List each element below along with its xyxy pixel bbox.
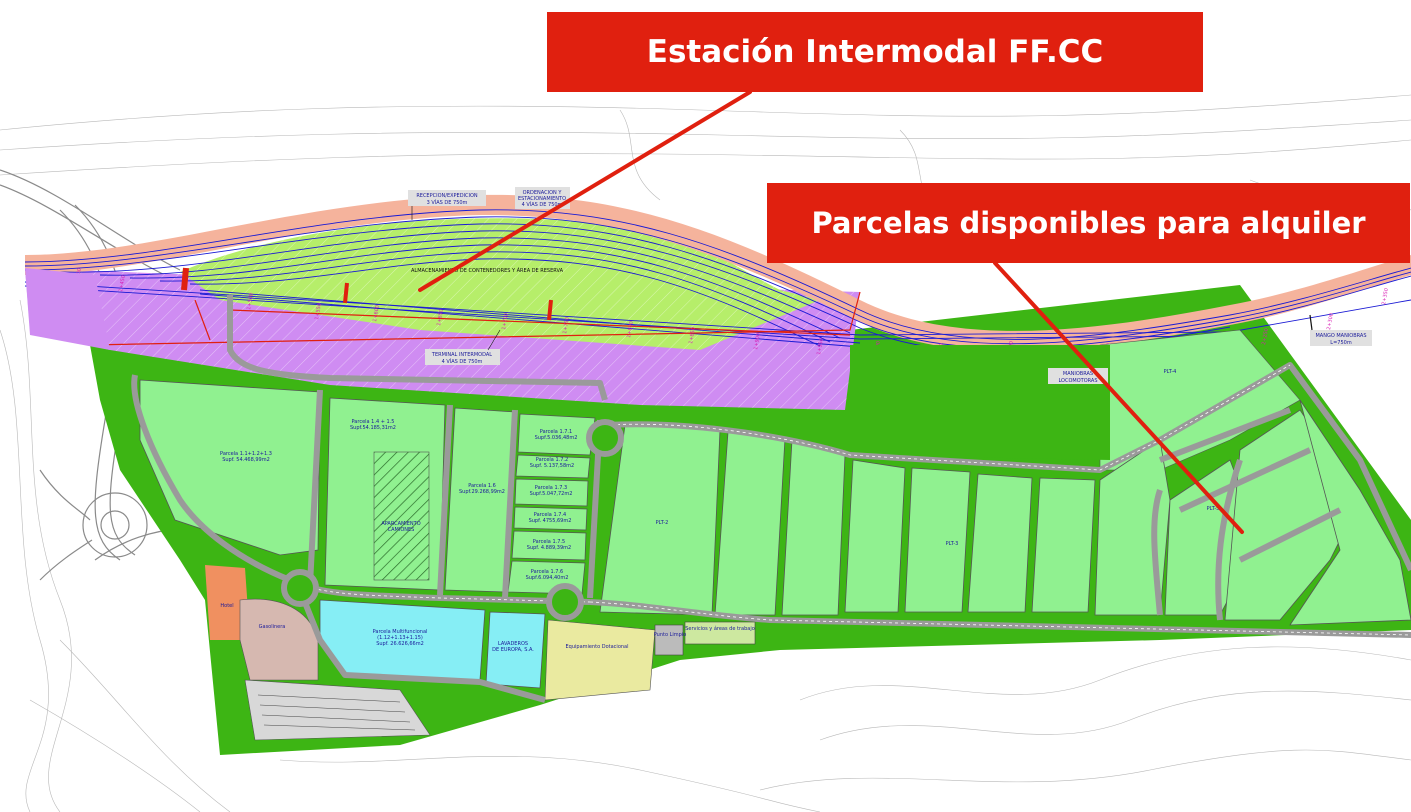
svg-text:Parcela 1.7.6: Parcela 1.7.6 (531, 569, 563, 575)
svg-text:1+750: 1+750 (562, 317, 571, 335)
hotel-plot (205, 565, 250, 640)
svg-text:ESTACIONAMIENTO: ESTACIONAMIENTO (518, 196, 566, 202)
services-plot (684, 621, 756, 645)
parcel-1-7-4 (513, 506, 588, 531)
svg-text:RECEPCION/EXPEDICION: RECEPCION/EXPEDICION (416, 193, 478, 199)
svg-text:1+800: 1+800 (626, 321, 635, 339)
svg-text:1+950: 1+950 (816, 338, 825, 356)
station-pointer (418, 90, 752, 292)
svg-text:Parcela 1.7.1: Parcela 1.7.1 (540, 429, 572, 435)
svg-text:3 VÍAS DE 750m: 3 VÍAS DE 750m (427, 199, 468, 206)
svg-text:2+250: 2+250 (1261, 328, 1270, 346)
svg-text:ALMACENAMIENTO DE CONTENEDORES: ALMACENAMIENTO DE CONTENEDORES Y ÁREA DE… (411, 267, 564, 274)
red-lines (89, 291, 861, 346)
svg-text:1+900: 1+900 (753, 333, 762, 351)
svg-text:APARCAMIENTO: APARCAMIENTO (381, 521, 420, 527)
svg-text:Equipamiento Dotacional: Equipamiento Dotacional (566, 644, 629, 650)
svg-text:1+450: 1+450 (118, 275, 127, 293)
svg-text:1+600: 1+600 (372, 305, 381, 323)
plt-3-area (904, 467, 971, 613)
svg-text:MANGO MANIOBRAS: MANGO MANIOBRAS (1315, 333, 1366, 339)
svg-text:1+700: 1+700 (501, 313, 510, 331)
svg-text:LOCOMOTORAS: LOCOMOTORAS (1058, 378, 1097, 384)
svg-text:1+850: 1+850 (688, 327, 697, 345)
svg-text:2+350: 2+350 (1381, 288, 1390, 306)
svg-text:Gasolinera: Gasolinera (259, 624, 286, 630)
svg-text:MANIOBRAS: MANIOBRAS (1063, 371, 1093, 377)
rail-markers (181, 267, 553, 321)
svg-text:Supf.5.047,72m2: Supf.5.047,72m2 (530, 491, 573, 497)
svg-text:Supf.54.185,31m2: Supf.54.185,31m2 (350, 425, 396, 431)
svg-text:1+500: 1+500 (246, 293, 255, 311)
parcel-1-7-3 (514, 478, 589, 507)
svg-text:Supf.5.036,48m2: Supf.5.036,48m2 (535, 435, 578, 441)
svg-text:Parcela 1.7.2: Parcela 1.7.2 (536, 457, 568, 463)
svg-text:Parcela 1.7.4: Parcela 1.7.4 (534, 512, 566, 518)
parcels-pointer (993, 261, 1244, 534)
station-callout-label: Estación Intermodal FF.CC (547, 12, 1203, 92)
svg-text:Supf. 4755,69m2: Supf. 4755,69m2 (529, 518, 572, 524)
svg-text:ORDENACION Y: ORDENACION Y (523, 190, 563, 196)
svg-text:(1.12+1.13+1.15): (1.12+1.13+1.15) (377, 635, 423, 641)
wash-plot (485, 611, 546, 689)
svg-text:Parcela Multifuncional: Parcela Multifuncional (373, 629, 428, 635)
svg-text:Parcela 1.7.3: Parcela 1.7.3 (535, 485, 567, 491)
parcel-1-7-2 (515, 454, 591, 479)
svg-text:PLT-5: PLT-5 (1207, 506, 1220, 512)
parcel-labels: Parcela 1.1+1.2+1.3 Supf. 54.468,99m2 Pa… (220, 369, 1219, 653)
svg-text:TERMINAL INTERMODAL: TERMINAL INTERMODAL (431, 352, 492, 358)
svg-text:LAVADEROS: LAVADEROS (498, 641, 528, 647)
svg-text:1+550: 1+550 (314, 303, 323, 321)
svg-text:L=750m: L=750m (1330, 340, 1352, 346)
svg-text:Supf. 4.889,39m2: Supf. 4.889,39m2 (527, 545, 571, 551)
clean-point-plot (654, 624, 684, 656)
svg-text:4 VÍAS DE 750m: 4 VÍAS DE 750m (442, 358, 483, 365)
svg-text:Parcela 1.7.5: Parcela 1.7.5 (533, 539, 565, 545)
svg-text:Parcela 1.4 + 1.5: Parcela 1.4 + 1.5 (352, 419, 395, 425)
svg-text:PLT-4: PLT-4 (1164, 369, 1177, 375)
svg-text:PLT-3: PLT-3 (946, 541, 959, 547)
svg-text:Punto Limpio: Punto Limpio (654, 632, 687, 638)
parcel-1-7-1 (517, 413, 596, 456)
roundabouts (281, 419, 624, 621)
callout-pointers (418, 90, 1244, 534)
svg-text:2+300: 2+300 (1326, 313, 1335, 331)
svg-text:Hotel: Hotel (220, 603, 233, 609)
svg-text:CAMIONES: CAMIONES (388, 527, 415, 533)
svg-text:PLT-2: PLT-2 (656, 520, 669, 526)
parcels (139, 379, 1411, 626)
svg-text:Supf. 26.626,66m2: Supf. 26.626,66m2 (376, 641, 424, 647)
rail-labels: RECEPCION/EXPEDICION 3 VÍAS DE 750m ORDE… (408, 187, 1372, 384)
svg-text:1+650: 1+650 (436, 309, 445, 327)
svg-text:DE EUROPA, S.A.: DE EUROPA, S.A. (492, 647, 534, 653)
svg-text:Supf. 54.468,99m2: Supf. 54.468,99m2 (222, 457, 270, 463)
svg-text:Supf.29.268,99m2: Supf.29.268,99m2 (459, 489, 505, 495)
svg-text:Servicios y áreas de trabajo: Servicios y áreas de trabajo (685, 625, 755, 632)
svg-text:4 VÍAS DE 750m: 4 VÍAS DE 750m (522, 201, 563, 208)
equipment-plot (544, 619, 656, 701)
parcel-1-7-5 (511, 530, 587, 561)
svg-text:Supf.6.094,40m2: Supf.6.094,40m2 (526, 575, 569, 581)
gas-station-plot (239, 598, 319, 681)
svg-text:Parcela 1.1+1.2+1.3: Parcela 1.1+1.2+1.3 (220, 451, 272, 457)
svg-text:Parcela 1.6: Parcela 1.6 (468, 483, 496, 489)
parcels-callout-label: Parcelas disponibles para alquiler (767, 183, 1410, 263)
parking-lot (244, 679, 431, 741)
svg-text:Supf. 5.137,58m2: Supf. 5.137,58m2 (530, 463, 574, 469)
